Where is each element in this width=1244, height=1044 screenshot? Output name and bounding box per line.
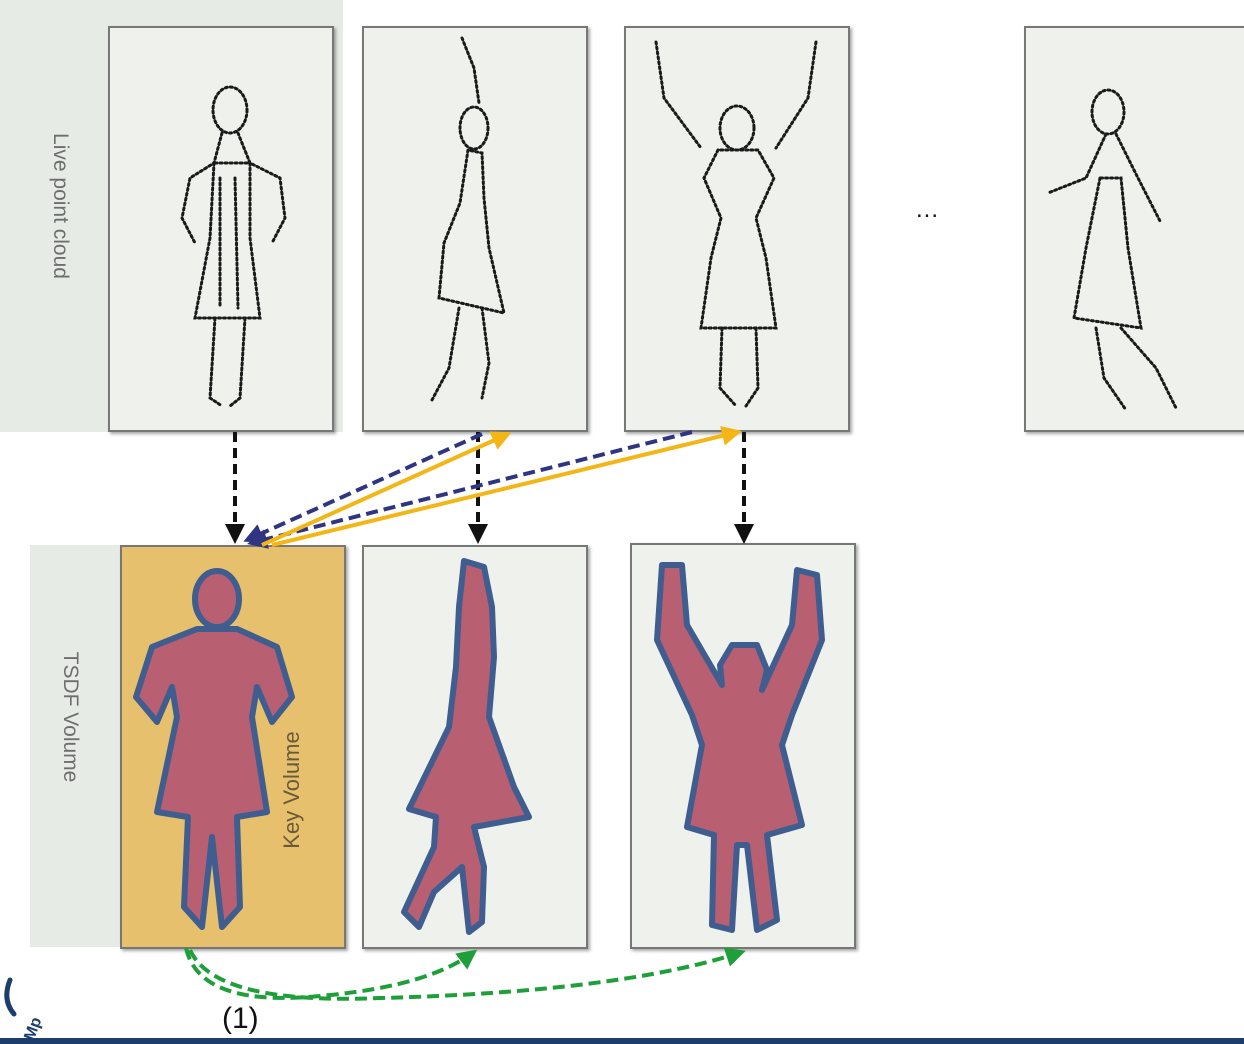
dancer-point-cloud-icon bbox=[626, 28, 848, 430]
arrow-key-to-volume3 bbox=[190, 950, 742, 999]
tsdf-volume-2 bbox=[362, 545, 588, 949]
arrow-frame2-backward bbox=[247, 434, 482, 540]
step-label: (1) bbox=[222, 1002, 259, 1036]
dancer-point-cloud-icon bbox=[364, 28, 586, 430]
arrow-key-to-volume2 bbox=[186, 948, 474, 998]
corner-logo-icon: Mp bbox=[0, 970, 70, 1040]
point-cloud-frame-1 bbox=[108, 26, 334, 432]
live-point-cloud-label: Live point cloud bbox=[48, 121, 72, 291]
tsdf-key-volume bbox=[120, 545, 346, 949]
dancer-tsdf-volume-icon bbox=[364, 547, 586, 947]
point-cloud-frame-4 bbox=[1024, 26, 1244, 432]
point-cloud-frame-3 bbox=[624, 26, 850, 432]
dancer-tsdf-volume-icon bbox=[632, 545, 854, 947]
bottom-rule bbox=[0, 1038, 1244, 1044]
dancer-point-cloud-icon bbox=[1026, 28, 1244, 430]
svg-text:Mp: Mp bbox=[21, 1015, 45, 1040]
key-volume-label: Key Volume bbox=[279, 720, 305, 860]
dancer-point-cloud-icon bbox=[110, 28, 332, 430]
arrow-key-to-frame2 bbox=[262, 434, 508, 545]
arrow-frame3-backward bbox=[251, 432, 692, 543]
tsdf-volume-label: TSDF Volume bbox=[58, 637, 82, 797]
point-cloud-frame-2 bbox=[362, 26, 588, 432]
dancer-tsdf-volume-icon bbox=[122, 547, 344, 947]
arrow-key-to-frame3 bbox=[272, 432, 738, 545]
tsdf-volume-3 bbox=[630, 543, 856, 949]
more-frames-ellipsis: ... bbox=[916, 196, 939, 224]
